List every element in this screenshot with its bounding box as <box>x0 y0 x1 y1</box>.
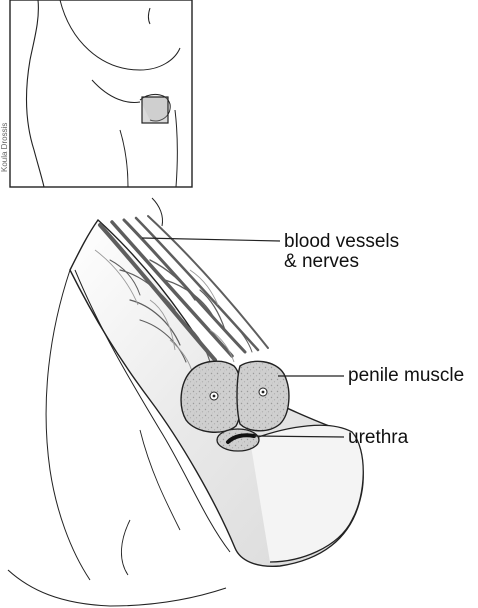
credit-text: Koula Drossis <box>0 123 9 172</box>
label-penile-muscle: penile muscle <box>348 366 464 386</box>
label-urethra: urethra <box>348 428 408 448</box>
spongiosum <box>217 429 259 451</box>
penile-muscle <box>181 361 289 432</box>
glans <box>250 425 363 562</box>
fold-curve <box>121 520 130 575</box>
urethra <box>217 429 259 451</box>
inset-thumbnail <box>10 0 192 187</box>
inset-frame <box>10 0 192 187</box>
thigh-line <box>46 270 90 580</box>
skin-fold-left-2 <box>140 430 180 530</box>
leader-blood-vessels <box>142 238 280 241</box>
inset-highlight-box <box>142 97 168 123</box>
label-blood-vessels: blood vessels <box>284 232 399 252</box>
scrotum-line <box>8 570 226 606</box>
label-nerves: & nerves <box>284 252 359 272</box>
